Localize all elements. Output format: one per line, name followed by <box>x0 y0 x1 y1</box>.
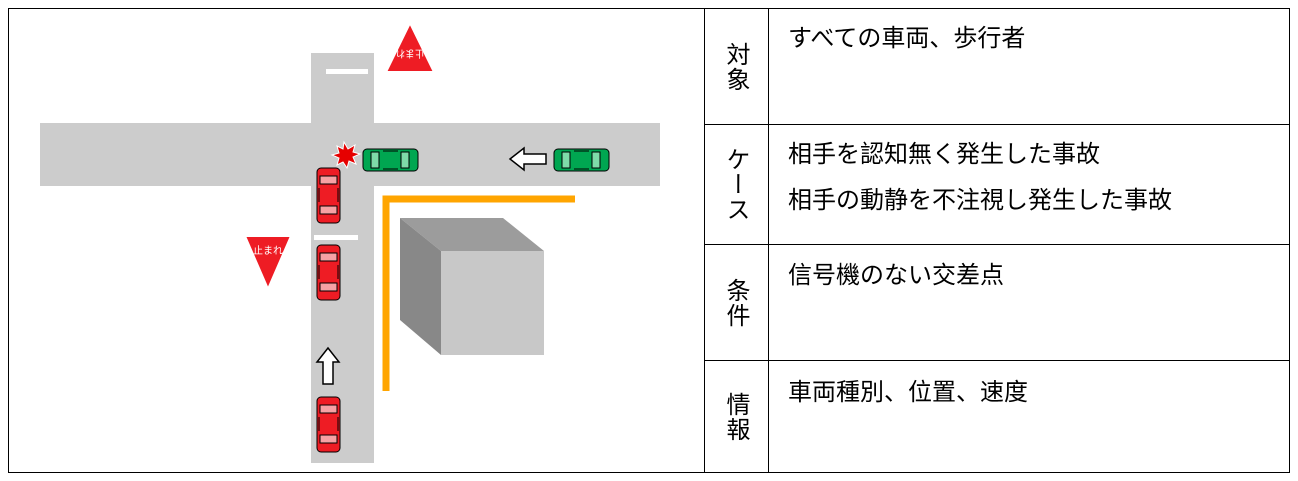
intersection-diagram: 止まれ 止まれ <box>40 20 660 463</box>
red-car-collision <box>316 167 341 224</box>
green-car-intersection <box>362 148 419 172</box>
stop-sign-north-text: 止まれ <box>395 47 425 59</box>
green-car-approaching <box>553 148 610 172</box>
cell-case-line-2: 相手の動静を不注視し発生した事故 <box>788 186 1172 214</box>
label-condition: 条件 <box>722 277 750 328</box>
cell-target-line-1: すべての車両、歩行者 <box>788 24 1026 52</box>
cell-case: 相手を認知無く発生した事故 相手の動静を不注視し発生した事故 <box>788 138 1286 216</box>
cell-info-line-1: 車両種別、位置、速度 <box>788 378 1028 406</box>
cell-condition: 信号機のない交差点 <box>788 259 1286 291</box>
stop-sign-north: 止まれ <box>384 20 436 73</box>
red-car-stopped <box>316 244 341 301</box>
stop-line-south <box>314 235 358 240</box>
label-info: 情報 <box>722 392 750 442</box>
building <box>400 218 544 355</box>
cell-target: すべての車両、歩行者 <box>788 22 1286 54</box>
stop-sign-south-text: 止まれ <box>253 245 283 257</box>
label-target: 対象 <box>722 41 750 92</box>
cell-case-line-1: 相手を認知無く発生した事故 <box>788 140 1100 168</box>
row-divider-2 <box>704 244 1290 245</box>
row-divider-3 <box>704 360 1290 361</box>
divider-diagram <box>704 8 705 473</box>
cell-info: 車両種別、位置、速度 <box>788 376 1286 408</box>
stop-line-north <box>326 69 368 74</box>
arrow-up-icon <box>315 346 341 385</box>
barrier-line <box>382 195 575 391</box>
row-divider-1 <box>704 124 1290 125</box>
divider-label-column <box>768 8 769 473</box>
collision-icon <box>330 140 362 170</box>
red-car-approaching <box>316 396 341 453</box>
cell-condition-line-1: 信号機のない交差点 <box>788 261 1004 289</box>
stop-sign-south: 止まれ <box>243 235 293 292</box>
frame <box>8 8 1290 473</box>
arrow-left-icon <box>508 146 547 172</box>
label-case: ケース <box>722 147 750 222</box>
